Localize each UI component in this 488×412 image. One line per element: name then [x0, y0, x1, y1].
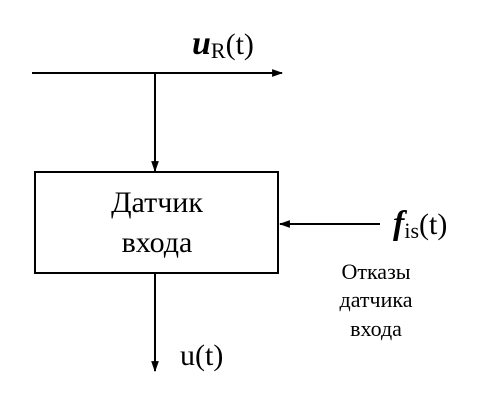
input-signal-symbol: u — [192, 25, 211, 62]
fault-caption-line1: Отказы — [341, 259, 410, 284]
fault-signal-symbol: f — [393, 205, 408, 242]
fault-signal-label: fis(t) — [393, 205, 447, 243]
sensor-block — [34, 171, 279, 274]
fault-signal-argument: (t) — [419, 208, 447, 241]
output-signal-label: u(t) — [180, 339, 223, 372]
input-signal-subscript: R — [211, 38, 226, 63]
fault-caption-line2: датчика — [340, 287, 413, 312]
fault-signal-subscript: is — [404, 218, 419, 243]
input-signal-label: uR(t) — [192, 25, 254, 63]
fault-caption-line3: входа — [350, 316, 402, 341]
input-signal-argument: (t) — [226, 28, 254, 61]
sensor-block-label-line1: Датчик — [111, 186, 203, 219]
sensor-block-label-line2: входа — [122, 226, 193, 259]
